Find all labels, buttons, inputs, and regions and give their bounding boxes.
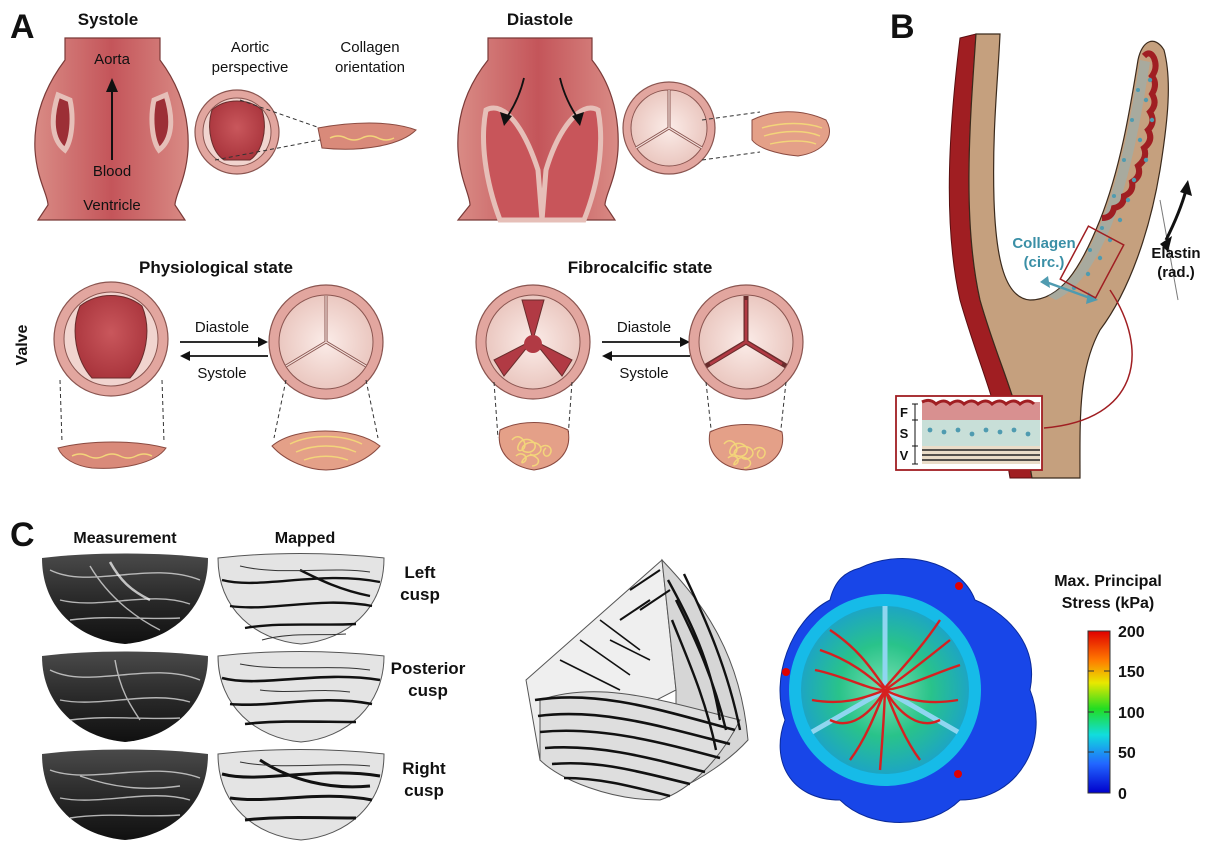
fibrocalcific-open-valve <box>476 285 590 470</box>
mapped-column-title: Mapped <box>275 530 335 547</box>
colorbar-tick-50: 50 <box>1118 745 1136 762</box>
colorbar-tick-200: 200 <box>1118 624 1145 641</box>
panel-a-letter: A <box>10 8 35 46</box>
mapped-posterior-cusp <box>218 652 384 743</box>
measurement-right-cusp <box>42 750 208 841</box>
aortic-perspective-line2: perspective <box>212 59 289 76</box>
posterior-cusp-label-line1: Posterior <box>391 659 466 678</box>
colorbar-tick-150: 150 <box>1118 664 1145 681</box>
3d-valve-fiber-mesh <box>526 560 748 800</box>
physio-systole-arrow-label: Systole <box>197 365 246 382</box>
measurement-left-cusp <box>42 554 208 645</box>
diastole-vessel-diagram <box>458 38 618 220</box>
colorbar-title-line1: Max. Principal <box>1054 573 1162 590</box>
measurement-posterior-cusp <box>42 652 208 743</box>
fibrocalcific-state-title: Fibrocalcific state <box>568 258 713 277</box>
physiological-closed-valve <box>269 285 383 470</box>
fibro-diastole-arrow-label: Diastole <box>617 319 671 336</box>
layer-label-f: F <box>900 405 908 420</box>
panel-b-letter: B <box>890 8 915 46</box>
posterior-cusp-label-line2: cusp <box>408 681 448 700</box>
physiological-transition-arrows <box>180 337 268 361</box>
measurement-column-title: Measurement <box>73 530 177 547</box>
mapped-right-cusp <box>218 750 384 841</box>
left-cusp-label-line2: cusp <box>400 585 440 604</box>
elastin-rad-line1: Elastin <box>1151 245 1200 262</box>
physiological-state-title: Physiological state <box>139 258 293 277</box>
aorta-label: Aorta <box>94 51 131 68</box>
collagen-orientation-line1: Collagen <box>340 39 399 56</box>
aortic-perspective-line1: Aortic <box>231 39 270 56</box>
stress-heatmap-valve <box>780 558 1036 822</box>
colorbar-tick-0: 0 <box>1118 786 1127 803</box>
left-cusp-label-line1: Left <box>404 563 436 582</box>
layer-label-s: S <box>900 426 909 441</box>
physiological-open-valve <box>54 282 168 468</box>
aortic-perspective-closed-valve <box>623 82 830 174</box>
valve-side-label: Valve <box>14 324 31 365</box>
blood-label: Blood <box>93 163 131 180</box>
fibro-systole-arrow-label: Systole <box>619 365 668 382</box>
fibrocalcific-closed-valve <box>689 285 803 470</box>
collagen-circ-line2: (circ.) <box>1024 254 1065 271</box>
aortic-perspective-open-valve <box>195 90 279 174</box>
right-cusp-label-line1: Right <box>402 759 446 778</box>
ventricle-label: Ventricle <box>83 197 141 214</box>
systole-title: Systole <box>78 10 138 29</box>
right-cusp-label-line2: cusp <box>404 781 444 800</box>
collagen-orientation-line2: orientation <box>335 59 405 76</box>
colorbar-tick-100: 100 <box>1118 705 1145 722</box>
diastole-title: Diastole <box>507 10 573 29</box>
layer-label-v: V <box>900 448 909 463</box>
physio-diastole-arrow-label: Diastole <box>195 319 249 336</box>
fibrocalcific-transition-arrows <box>602 337 690 361</box>
elastin-rad-line2: (rad.) <box>1157 264 1195 281</box>
collagen-circ-line1: Collagen <box>1012 235 1075 252</box>
panel-c-letter: C <box>10 516 35 554</box>
mapped-left-cusp <box>218 554 384 645</box>
colorbar-title-line2: Stress (kPa) <box>1062 595 1155 612</box>
